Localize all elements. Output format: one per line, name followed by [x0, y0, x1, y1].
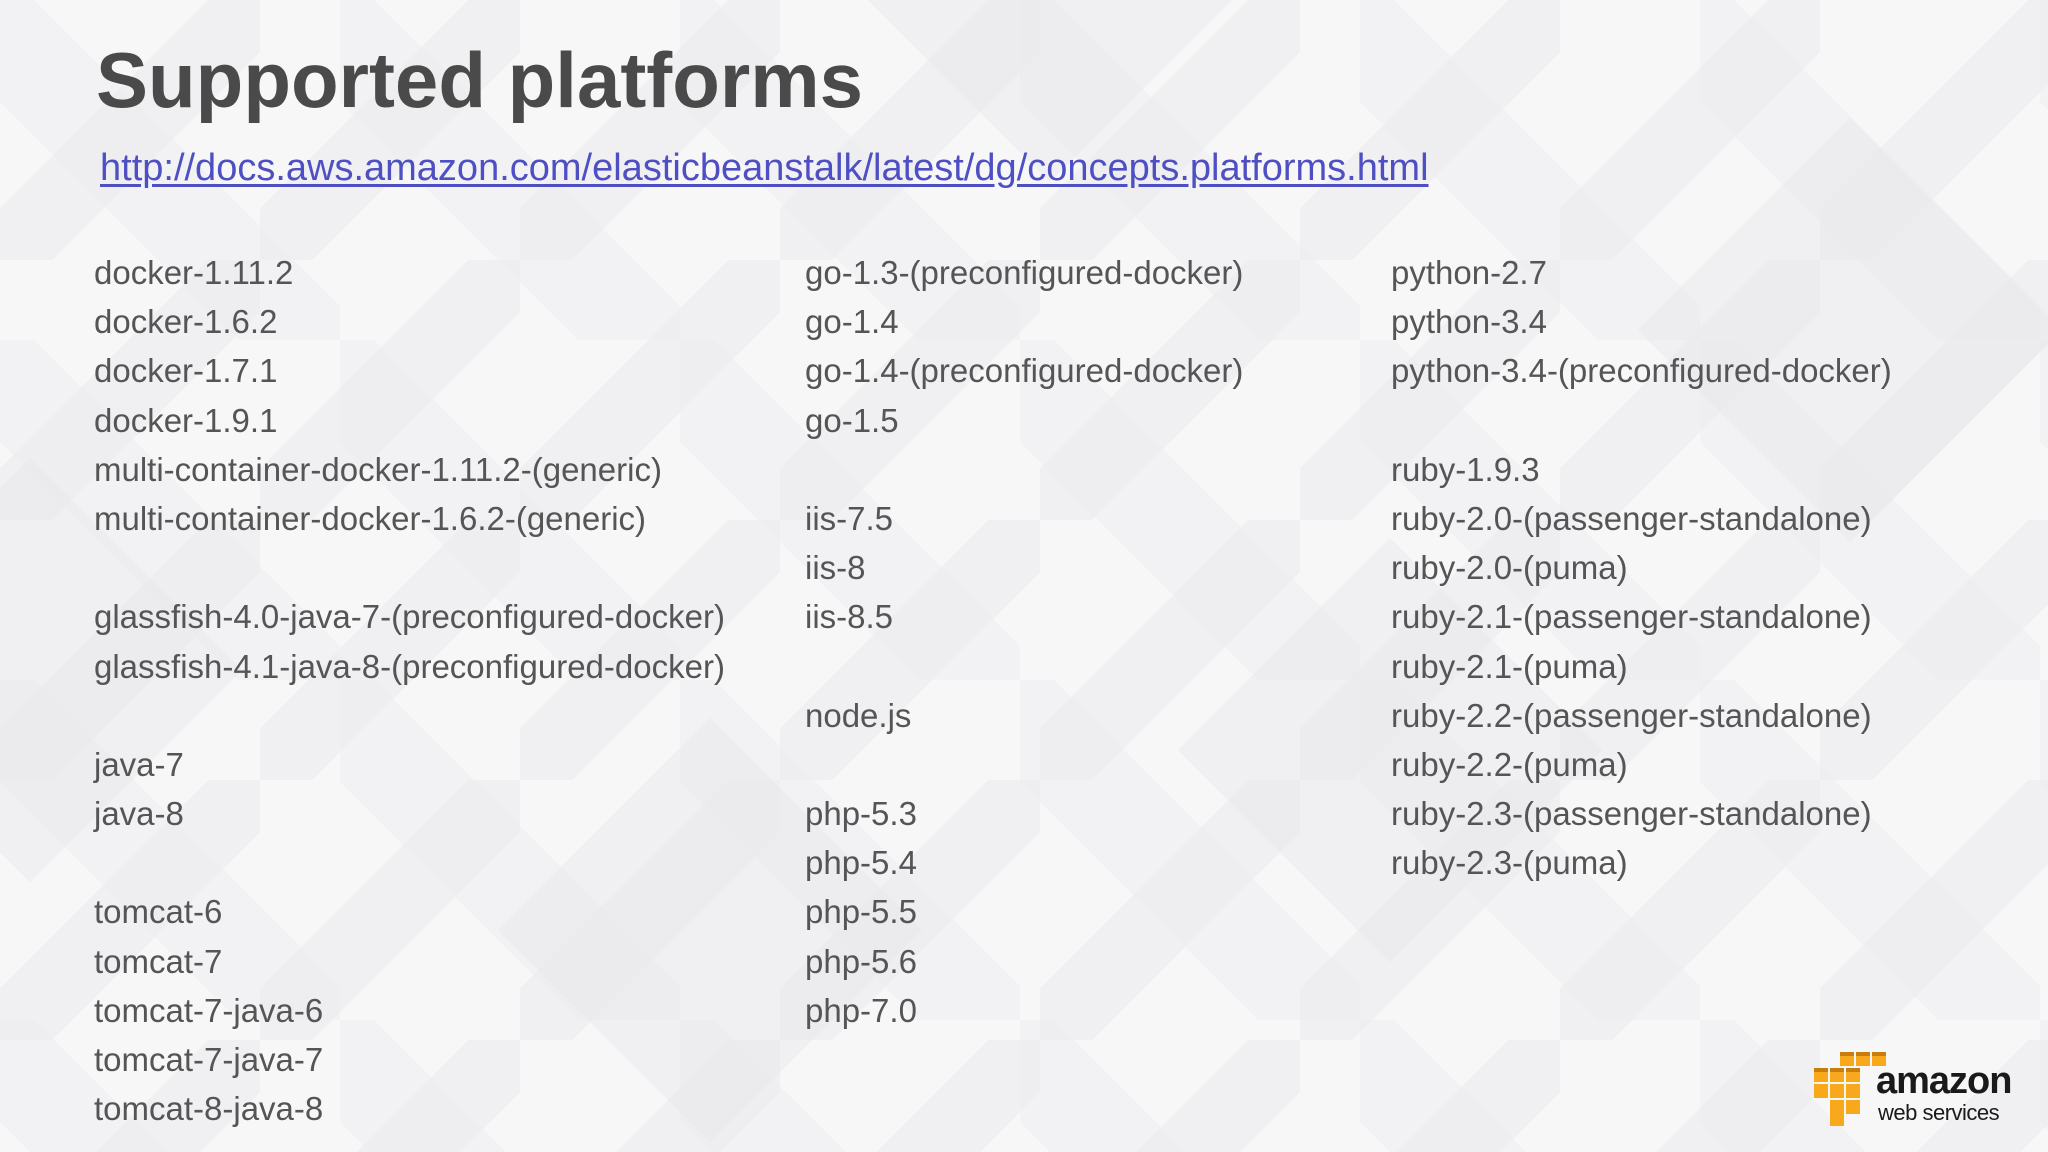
platform-item: go-1.4 [805, 303, 899, 341]
platform-item: docker-1.6.2 [94, 303, 278, 341]
platform-item: tomcat-7-java-7 [94, 1041, 324, 1078]
platform-item: multi-container-docker-1.11.2-(generic) [94, 450, 662, 488]
platform-item: tomcat-7 [94, 942, 223, 980]
platform-item: docker-1.9.1 [94, 401, 278, 439]
platform-item: ruby-2.3-(passenger-standalone) [1391, 795, 1872, 833]
platform-item: ruby-2.2-(puma) [1391, 745, 1628, 783]
platform-item: iis-8 [805, 549, 866, 587]
platform-item: php-5.5 [805, 893, 917, 931]
platform-item: iis-8.5 [805, 598, 894, 636]
platform-item: ruby-2.2-(passenger-standalone) [1391, 696, 1872, 734]
platform-item: ruby-2.3-(puma) [1391, 844, 1628, 882]
platform-item: ruby-2.0-(passenger-standalone) [1391, 499, 1872, 537]
platform-item: iis-7.5 [805, 499, 894, 537]
spacer [805, 445, 1243, 494]
spacer [805, 740, 1243, 789]
spacer [1391, 396, 1892, 445]
platform-item: java-8 [94, 795, 184, 833]
platform-item: python-2.7 [1391, 254, 1547, 291]
platform-item: docker-1.11.2 [94, 254, 294, 291]
platform-item: ruby-2.1-(puma) [1391, 647, 1628, 685]
platform-item: tomcat-6 [94, 893, 223, 931]
docs-link[interactable]: http://docs.aws.amazon.com/elasticbeanst… [100, 147, 1429, 189]
platform-item: docker-1.7.1 [94, 352, 278, 390]
platform-item: php-5.3 [805, 795, 917, 833]
platform-column-1: docker-1.11.2 docker-1.6.2 docker-1.7.1 … [94, 248, 725, 1133]
spacer [805, 642, 1243, 691]
spacer [94, 838, 725, 887]
platform-item: ruby-2.1-(passenger-standalone) [1391, 598, 1872, 636]
platform-item: node.js [805, 696, 912, 734]
logo-wordmark: amazon [1876, 1060, 2012, 1102]
logo-subtext: web services [1878, 1100, 2000, 1125]
platform-column-2: go-1.3-(preconfigured-docker) go-1.4 go-… [805, 248, 1243, 1035]
platform-item: tomcat-8-java-8 [94, 1090, 324, 1128]
platform-item: go-1.5 [805, 401, 899, 439]
platform-item: java-7 [94, 745, 184, 783]
platform-item: python-3.4 [1391, 303, 1547, 341]
platform-item: php-5.4 [805, 844, 917, 882]
platform-item: multi-container-docker-1.6.2-(generic) [94, 499, 647, 537]
platform-item: go-1.4-(preconfigured-docker) [805, 352, 1244, 390]
platform-item: glassfish-4.0-java-7-(preconfigured-dock… [94, 598, 725, 636]
platform-item: php-7.0 [805, 991, 917, 1029]
platform-item: glassfish-4.1-java-8-(preconfigured-dock… [94, 647, 725, 685]
platform-item: tomcat-7-java-6 [94, 991, 324, 1029]
platform-item: ruby-2.0-(puma) [1391, 549, 1628, 587]
aws-logo: amazon web services [1810, 1048, 2022, 1128]
aws-cubes-icon [1814, 1052, 1886, 1126]
spacer [94, 543, 725, 592]
spacer [94, 691, 725, 740]
platform-item: php-5.6 [805, 942, 917, 980]
slide-title: Supported platforms [96, 36, 864, 124]
platform-column-3: python-2.7 python-3.4 python-3.4-(precon… [1391, 248, 1892, 887]
platform-item: python-3.4-(preconfigured-docker) [1391, 352, 1892, 390]
platform-item: ruby-1.9.3 [1391, 450, 1540, 488]
platform-item: go-1.3-(preconfigured-docker) [805, 254, 1244, 291]
